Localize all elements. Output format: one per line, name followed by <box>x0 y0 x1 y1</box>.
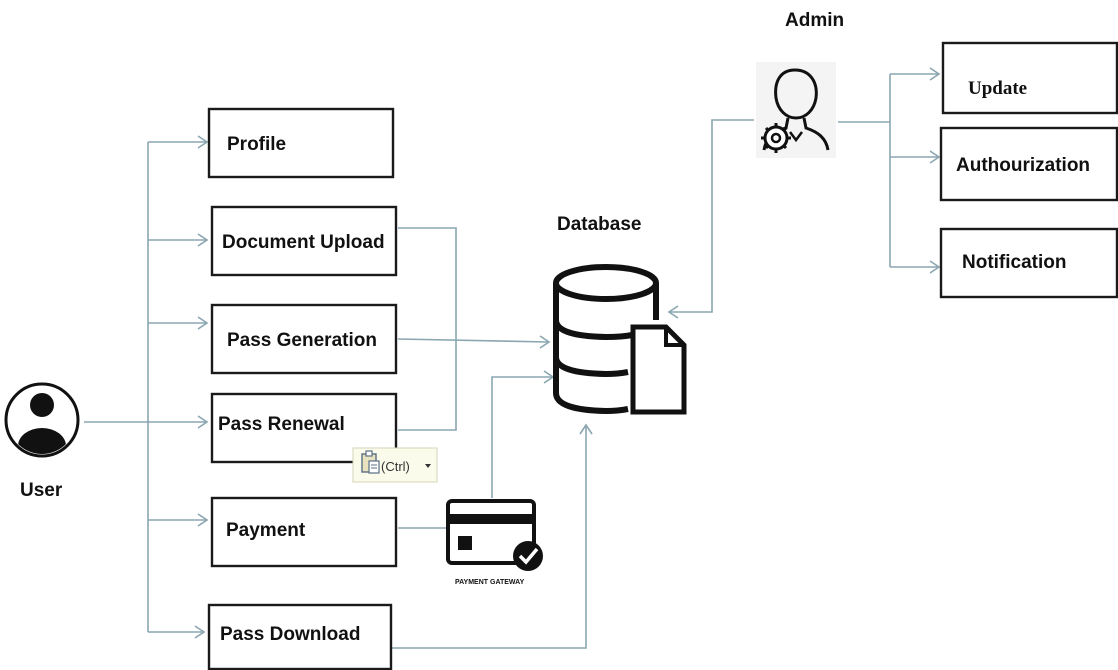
module-pass-download[interactable]: Pass Download <box>207 603 393 670</box>
database-document-icon <box>553 264 687 415</box>
admin-actor: Admin <box>756 10 844 158</box>
credit-card-check-icon <box>446 499 543 571</box>
database-label: Database <box>557 214 642 235</box>
arrow-payment <box>197 513 209 527</box>
user-avatar-icon <box>4 382 80 458</box>
module-update[interactable]: Update <box>941 41 1118 115</box>
module-payment[interactable]: Payment <box>210 496 398 568</box>
admin-to-database <box>670 119 754 313</box>
arrow-admin-database <box>667 305 679 319</box>
payment-gateway-label: PAYMENT GATEWAY <box>455 579 525 586</box>
arrow-pass-download <box>194 625 206 639</box>
arrow-update <box>929 67 941 81</box>
module-notification[interactable]: Notification <box>939 227 1118 299</box>
gateway-to-database <box>491 376 552 498</box>
doc-upload-to-bracket <box>398 227 457 431</box>
user-actor: User <box>4 382 80 501</box>
paste-options-button[interactable]: (Ctrl) <box>352 447 438 483</box>
database-actor: Database <box>553 214 687 415</box>
module-label: Pass Generation <box>227 330 377 351</box>
arrow-database-bottom <box>579 423 593 435</box>
module-authourization[interactable]: Authourization <box>939 126 1118 202</box>
pass-generation-to-database <box>397 338 549 343</box>
payment-gateway: PAYMENT GATEWAY <box>446 499 543 586</box>
arrow-profile <box>197 135 209 149</box>
connectors <box>84 67 941 649</box>
module-label: Pass Renewal <box>218 414 345 435</box>
module-label: Profile <box>227 134 286 155</box>
arrow-pass-generation <box>197 316 209 330</box>
module-label: Payment <box>226 520 306 541</box>
module-label: Document Upload <box>222 232 385 253</box>
admin-modules: Update Authourization Notification <box>939 41 1118 299</box>
user-label: User <box>20 480 63 501</box>
module-label: Pass Download <box>220 624 360 645</box>
module-label: Update <box>968 78 1027 99</box>
arrow-notification <box>929 260 941 274</box>
user-modules: Profile Document Upload Pass Generation … <box>207 107 398 670</box>
module-profile[interactable]: Profile <box>207 107 395 179</box>
clipboard-icon <box>361 450 380 474</box>
pass-download-to-database <box>392 426 587 649</box>
admin-label: Admin <box>785 10 844 31</box>
arrow-pass-renewal <box>197 415 209 429</box>
paste-options-label: (Ctrl) <box>381 459 410 474</box>
arrow-authourization <box>929 150 941 164</box>
module-pass-generation[interactable]: Pass Generation <box>210 303 398 375</box>
module-label: Notification <box>962 252 1067 273</box>
module-label: Authourization <box>956 155 1090 176</box>
arrow-document-upload <box>197 233 209 247</box>
module-document-upload[interactable]: Document Upload <box>210 205 398 277</box>
arrow-database-left <box>539 335 551 349</box>
chevron-down-icon <box>425 464 431 468</box>
admin-gear-user-icon <box>756 62 836 158</box>
